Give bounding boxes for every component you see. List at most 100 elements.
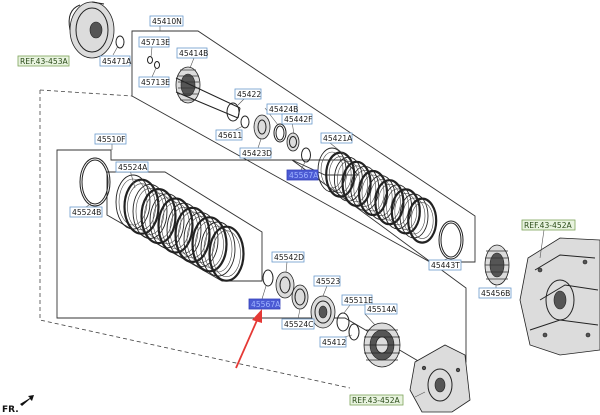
- red-arrow-icon: [235, 309, 262, 369]
- ref-43-452a-top-label[interactable]: REF.43-452A: [521, 219, 576, 231]
- clutch-plate-inner: [402, 197, 426, 235]
- spring-45523-part: [310, 295, 336, 329]
- svg-text:REF.43-452A: REF.43-452A: [352, 396, 401, 405]
- svg-text:45713E: 45713E: [141, 78, 170, 87]
- hub-45514a-part: [363, 322, 401, 368]
- clutch-plate-inner: [328, 156, 352, 193]
- clutch-plate: [374, 179, 405, 226]
- ref-43-452a-bottom-label[interactable]: REF.43-452A: [349, 394, 404, 406]
- svg-text:45410N: 45410N: [152, 17, 182, 26]
- part-45713e-top-label[interactable]: 45713E: [138, 36, 170, 48]
- svg-text:45423D: 45423D: [242, 149, 272, 158]
- svg-text:45524A: 45524A: [118, 163, 148, 172]
- svg-text:45524C: 45524C: [284, 320, 313, 329]
- small-clips-part: [147, 56, 160, 69]
- clutch-plate: [123, 178, 160, 235]
- dashed-assembly-line: [39, 89, 351, 389]
- clutch-plate: [208, 225, 245, 282]
- clutch-plate: [390, 188, 421, 235]
- part-45471a-label[interactable]: 45471A: [99, 55, 132, 67]
- front-arrow-icon: [20, 395, 34, 406]
- clutch-plate: [140, 188, 177, 245]
- part-45611-label[interactable]: 45611: [215, 129, 243, 141]
- svg-text:45567A: 45567A: [289, 171, 319, 180]
- fr-label: FR.: [2, 405, 19, 415]
- snap-ring-45443t-part: [438, 220, 464, 260]
- front-direction-marker: FR.: [2, 395, 34, 415]
- clutch-plate: [357, 169, 389, 217]
- inner-plate-frame: [106, 171, 263, 282]
- svg-text:45412: 45412: [322, 338, 346, 347]
- part-45414b-label[interactable]: 45414B: [176, 47, 208, 59]
- part-45514a-label[interactable]: 45514A: [364, 303, 398, 315]
- svg-text:45511E: 45511E: [344, 296, 373, 305]
- part-45524c-label[interactable]: 45524C: [281, 318, 315, 330]
- part-45422-label[interactable]: 45422: [234, 88, 262, 100]
- ring-45524c-part: [291, 284, 309, 310]
- part-45424b-label[interactable]: 45424B: [266, 103, 298, 115]
- part-labels[interactable]: REF.43-453A 45471A 45410N 45713E 45414B …: [17, 15, 576, 406]
- clutch-plate: [341, 160, 372, 207]
- part-45523-label[interactable]: 45523: [313, 275, 341, 287]
- part-45443t-label[interactable]: 45443T: [428, 259, 462, 271]
- clutch-plate: [399, 193, 429, 239]
- part-45713e-bottom-label[interactable]: 45713E: [138, 76, 170, 88]
- gear-45456b-part: [484, 244, 510, 286]
- seal-45412-part: [348, 323, 360, 341]
- part-45412-label[interactable]: 45412: [319, 336, 347, 348]
- part-45410n-label[interactable]: 45410N: [149, 15, 184, 27]
- svg-text:45611: 45611: [218, 131, 242, 140]
- washer-45511e-part: [336, 312, 350, 332]
- clutch-plate-inner: [410, 202, 434, 239]
- case-cover-part: [409, 344, 471, 413]
- ref-43-453a-label[interactable]: REF.43-453A: [17, 55, 70, 67]
- part-45456b-label[interactable]: 45456B: [478, 287, 512, 299]
- part-45510f-label[interactable]: 45510F: [94, 133, 127, 145]
- svg-text:45456B: 45456B: [481, 289, 510, 298]
- svg-text:45424B: 45424B: [269, 105, 298, 114]
- piston-45542d-part: [275, 271, 295, 299]
- clutch-plate-inner: [378, 183, 401, 221]
- gear-shaft-45414b-part: [175, 66, 241, 119]
- svg-text:45567A: 45567A: [251, 300, 281, 309]
- svg-text:45421A: 45421A: [323, 134, 353, 143]
- part-45542d-label[interactable]: 45542D: [271, 251, 305, 263]
- washer-small-part: [301, 147, 311, 163]
- part-45421a-label[interactable]: 45421A: [320, 132, 353, 144]
- clutch-plate-inner: [337, 160, 360, 198]
- svg-text:45510F: 45510F: [97, 135, 126, 144]
- svg-text:REF.43-453A: REF.43-453A: [20, 57, 69, 66]
- clutch-plate-inner: [353, 170, 377, 207]
- bearing-45423d-part: [253, 114, 271, 140]
- clutch-plates-45421a-part: [317, 147, 438, 244]
- part-45442f-label[interactable]: 45442F: [281, 113, 313, 125]
- svg-text:45442F: 45442F: [284, 115, 313, 124]
- clutch-plate-inner: [345, 165, 368, 203]
- leader-lines: [85, 25, 545, 398]
- clutch-plate: [407, 197, 438, 244]
- part-45524a-label[interactable]: 45524A: [115, 161, 149, 173]
- clutch-plate-inner: [212, 230, 241, 277]
- transmission-case-part: [519, 237, 600, 356]
- clutch-plate: [174, 206, 211, 263]
- svg-text:45524B: 45524B: [72, 208, 101, 217]
- svg-text:45523: 45523: [316, 277, 340, 286]
- svg-text:45443T: 45443T: [431, 261, 460, 270]
- washer-45422-part: [226, 102, 240, 122]
- snap-ring-45471a-part: [115, 35, 125, 49]
- drum-housing-part: [68, 1, 115, 59]
- part-45511e-label[interactable]: 45511E: [341, 294, 373, 306]
- clutch-pack-frame: [56, 149, 467, 363]
- svg-text:REF.43-452A: REF.43-452A: [524, 221, 573, 230]
- clutch-plate-inner: [369, 179, 393, 216]
- svg-text:45471A: 45471A: [102, 57, 132, 66]
- svg-text:45542D: 45542D: [274, 253, 304, 262]
- part-45567a-bottom-label[interactable]: 45567A: [248, 298, 281, 310]
- part-45423d-label[interactable]: 45423D: [239, 147, 272, 159]
- part-45567a-top-label[interactable]: 45567A: [286, 169, 319, 181]
- svg-text:45713E: 45713E: [141, 38, 170, 47]
- part-45524b-label[interactable]: 45524B: [69, 206, 103, 218]
- svg-text:45514A: 45514A: [367, 305, 397, 314]
- ring-45442f-part: [286, 132, 300, 152]
